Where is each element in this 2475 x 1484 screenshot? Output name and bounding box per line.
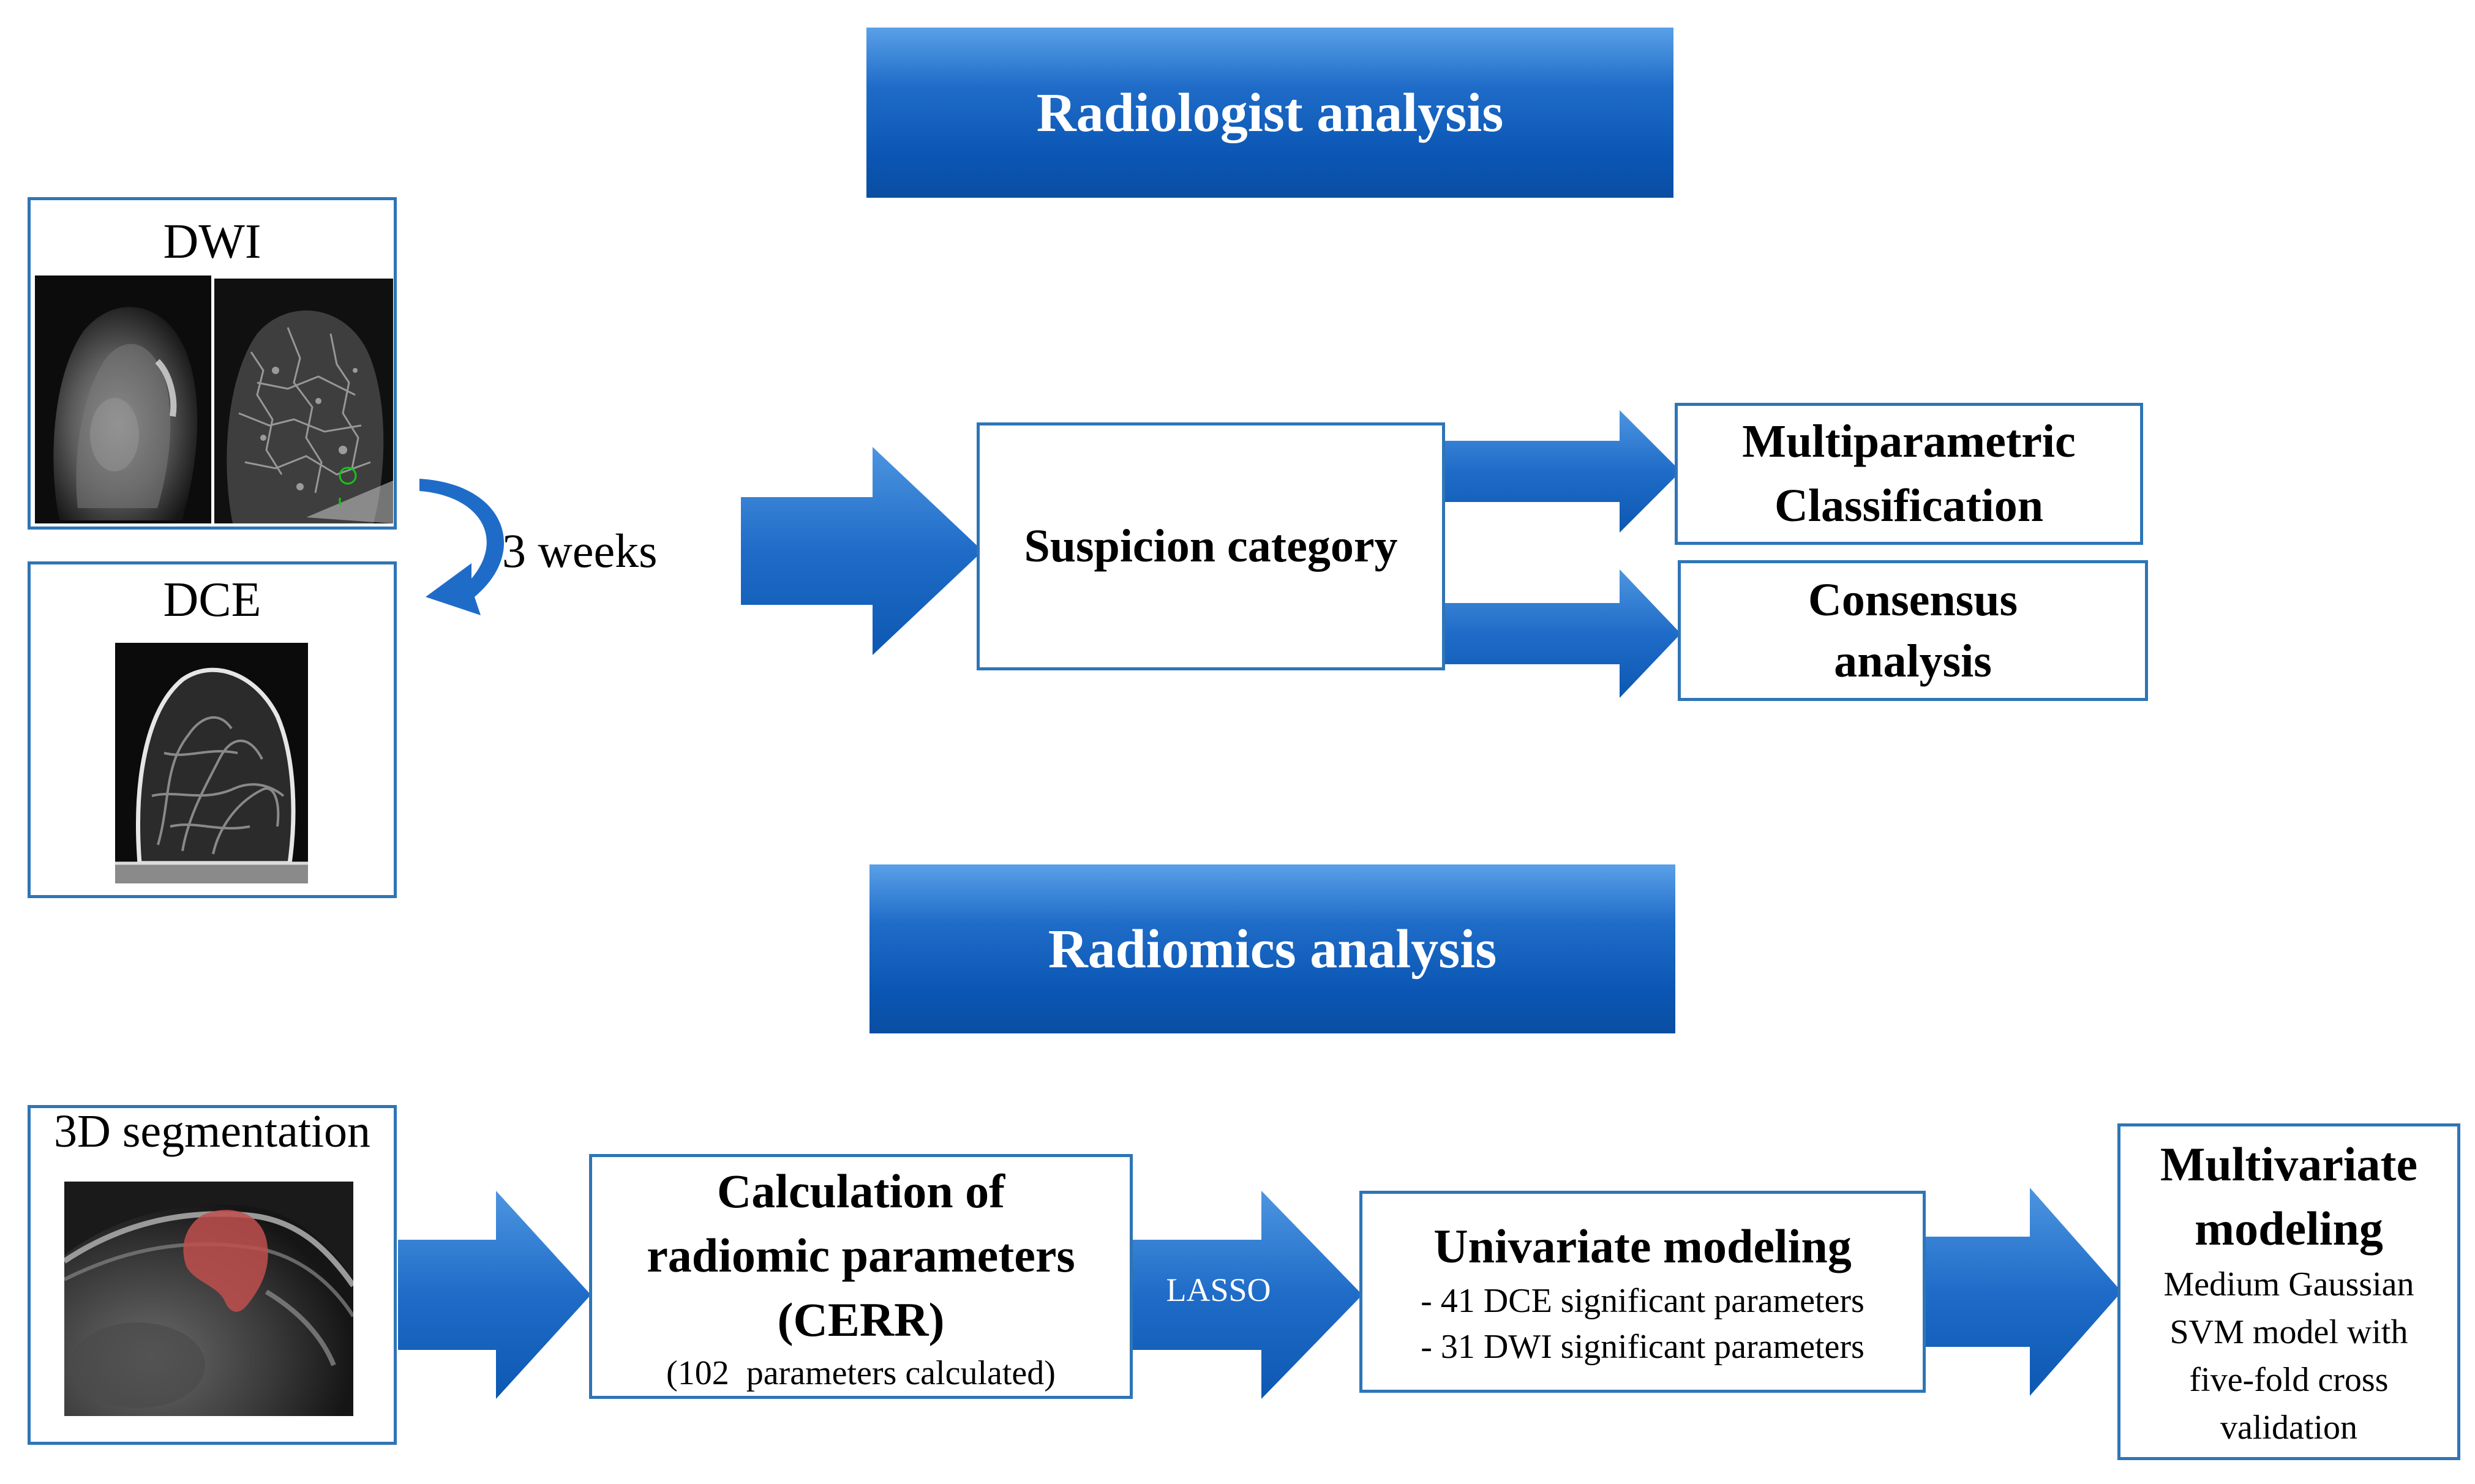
- segmentation-mri-image: [64, 1182, 353, 1416]
- multivariate-desc3: five-fold cross: [2189, 1361, 2389, 1399]
- radiomics-analysis-banner: Radiomics analysis: [869, 864, 1675, 1033]
- lasso-arrow-icon: [1133, 1191, 1362, 1399]
- dce-label: DCE: [163, 573, 261, 627]
- calculation-note: (102 parameters calculated): [666, 1354, 1056, 1392]
- adc-map-image: [214, 279, 393, 523]
- univariate-item2: - 31 DWI significant parameters: [1421, 1327, 1865, 1366]
- multivariate-desc4: validation: [2220, 1409, 2357, 1447]
- consensus-line1: Consensus: [1808, 574, 2018, 626]
- univariate-modeling-box: Univariate modeling - 41 DCE significant…: [1359, 1191, 1926, 1393]
- consensus-analysis-box: Consensus analysis: [1678, 560, 2148, 701]
- multiparametric-classification-box: Multiparametric Classification: [1675, 403, 2143, 545]
- multivariate-modeling-box: Multivariate modeling Medium Gaussian SV…: [2117, 1123, 2460, 1460]
- multiparametric-line1: Multiparametric: [1742, 416, 2076, 467]
- suspicion-category-label: Suspicion category: [1024, 520, 1398, 572]
- suspicion-category-box: Suspicion category: [977, 422, 1445, 670]
- dwi-label: DWI: [163, 215, 261, 269]
- univariate-title: Univariate modeling: [1433, 1219, 1852, 1273]
- arrow-to-multivariate-icon: [1926, 1188, 2122, 1396]
- radiomics-analysis-title: Radiomics analysis: [1048, 918, 1497, 980]
- calculation-line2: radiomic parameters: [647, 1228, 1075, 1282]
- arrow-to-multiparametric-icon: [1445, 410, 1681, 533]
- calculation-line1: Calculation of: [716, 1164, 1005, 1218]
- dce-mri-image: [115, 643, 308, 883]
- calculation-box: Calculation of radiomic parameters (CERR…: [589, 1154, 1133, 1399]
- radiologist-analysis-banner: Radiologist analysis: [866, 28, 1673, 198]
- arrow-to-calculation-icon: [398, 1191, 591, 1399]
- multivariate-desc1: Medium Gaussian: [2163, 1265, 2414, 1303]
- consensus-line2: analysis: [1834, 635, 1992, 687]
- multiparametric-line2: Classification: [1774, 480, 2044, 531]
- multivariate-line2: modeling: [2195, 1202, 2383, 1255]
- multivariate-desc2: SVM model with: [2169, 1313, 2408, 1351]
- univariate-item1: - 41 DCE significant parameters: [1421, 1281, 1865, 1320]
- calculation-line3: (CERR): [777, 1292, 945, 1346]
- curved-arrow-icon: [419, 479, 505, 615]
- interval-label: 3 weeks: [502, 524, 658, 577]
- dwi-mri-image: [35, 275, 211, 523]
- lasso-label: LASSO: [1166, 1272, 1271, 1308]
- arrow-to-consensus-icon: [1445, 569, 1681, 698]
- arrow-to-suspicion-icon: [741, 447, 983, 655]
- multivariate-line1: Multivariate: [2160, 1137, 2418, 1191]
- radiologist-analysis-title: Radiologist analysis: [1036, 82, 1504, 143]
- segmentation-label: 3D segmentation: [53, 1106, 371, 1157]
